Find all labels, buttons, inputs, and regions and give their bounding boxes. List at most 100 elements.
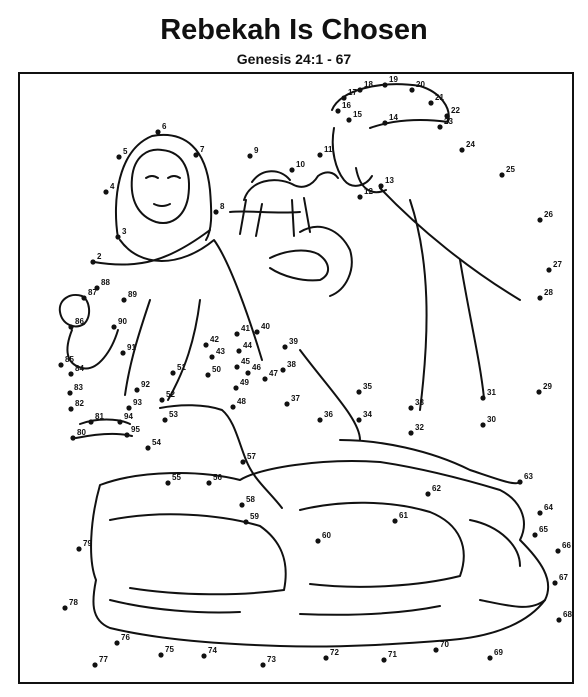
dot-label-35: 35 [363,382,372,391]
dot-74 [201,653,207,659]
dot-69 [487,655,493,661]
dot-label-80: 80 [77,428,86,437]
servant-figure [269,83,521,485]
dot-11 [317,152,323,158]
dot-20 [409,87,415,93]
dot-22 [444,113,450,119]
dot-38 [280,367,286,373]
dot-94 [117,419,123,425]
dot-label-39: 39 [289,337,298,346]
servant-cloak [379,187,521,411]
dot-90 [111,324,117,330]
dot-72 [323,655,329,661]
dot-label-84: 84 [75,364,84,373]
dot-label-17: 17 [348,88,357,97]
dot-92 [134,387,140,393]
dot-label-40: 40 [261,322,270,331]
dot-label-12: 12 [364,187,373,196]
dot-label-90: 90 [118,317,127,326]
dot-46 [245,370,251,376]
dot-83 [67,390,73,396]
dot-label-28: 28 [544,288,553,297]
dot-label-46: 46 [252,363,261,372]
rebekah-figure [58,134,263,439]
dot-86 [68,324,74,330]
dot-7 [193,152,199,158]
dot-18 [357,87,363,93]
dot-label-77: 77 [99,655,108,664]
dot-64 [537,510,543,516]
dot-label-92: 92 [141,380,150,389]
dot-4 [103,189,109,195]
dot-label-58: 58 [246,495,255,504]
dot-label-19: 19 [389,75,398,84]
dot-93 [126,405,132,411]
dot-52 [159,397,165,403]
rebekah-robe [124,299,201,401]
picture-frame [18,72,574,684]
dot-32 [408,430,414,436]
dot-53 [162,417,168,423]
dot-44 [236,348,242,354]
dot-label-2: 2 [97,252,102,261]
dot-label-54: 54 [152,438,161,447]
dot-14 [382,120,388,126]
dot-label-52: 52 [166,390,175,399]
dot-label-31: 31 [487,388,496,397]
nose-ring-chain [159,404,283,509]
dot-label-65: 65 [539,525,548,534]
dot-75 [158,652,164,658]
dot-label-60: 60 [322,531,331,540]
dot-89 [121,297,127,303]
dot-label-72: 72 [330,648,339,657]
dot-label-61: 61 [399,511,408,520]
dot-50 [205,372,211,378]
dot-41 [234,331,240,337]
dot-57 [240,459,246,465]
dot-label-25: 25 [506,165,515,174]
dot-13 [378,183,384,189]
desert-ground [229,210,301,214]
dot-label-66: 66 [562,541,571,550]
dot-label-32: 32 [415,423,424,432]
stone-well [90,460,550,648]
dot-59 [243,519,249,525]
dot-56 [206,480,212,486]
dot-label-29: 29 [543,382,552,391]
servant-hand [269,249,329,282]
dot-label-67: 67 [559,573,568,582]
dot-label-33: 33 [415,398,424,407]
dot-85 [58,362,64,368]
dot-23 [437,124,443,130]
camel-body [239,170,339,237]
dot-label-83: 83 [74,383,83,392]
dot-77 [92,662,98,668]
dot-label-38: 38 [287,360,296,369]
dot-73 [260,662,266,668]
dot-15 [346,117,352,123]
dot-label-9: 9 [254,146,259,155]
dot-88 [94,285,100,291]
dot-label-73: 73 [267,655,276,664]
dot-label-59: 59 [250,512,259,521]
dot-label-34: 34 [363,410,372,419]
dot-label-13: 13 [385,176,394,185]
dot-label-47: 47 [269,369,278,378]
dot-91 [120,350,126,356]
dot-30 [480,422,486,428]
servant-robe [299,349,521,485]
dot-label-75: 75 [165,645,174,654]
servant-sleeve [299,225,353,297]
dot-label-24: 24 [466,140,475,149]
dot-84 [68,371,74,377]
dot-label-62: 62 [432,484,441,493]
rebekah-head-covering [115,134,213,241]
dot-label-30: 30 [487,415,496,424]
dot-label-86: 86 [75,317,84,326]
dot-label-50: 50 [212,365,221,374]
dot-label-55: 55 [172,473,181,482]
dot-label-57: 57 [247,452,256,461]
dot-label-91: 91 [127,343,136,352]
dot-label-74: 74 [208,646,217,655]
